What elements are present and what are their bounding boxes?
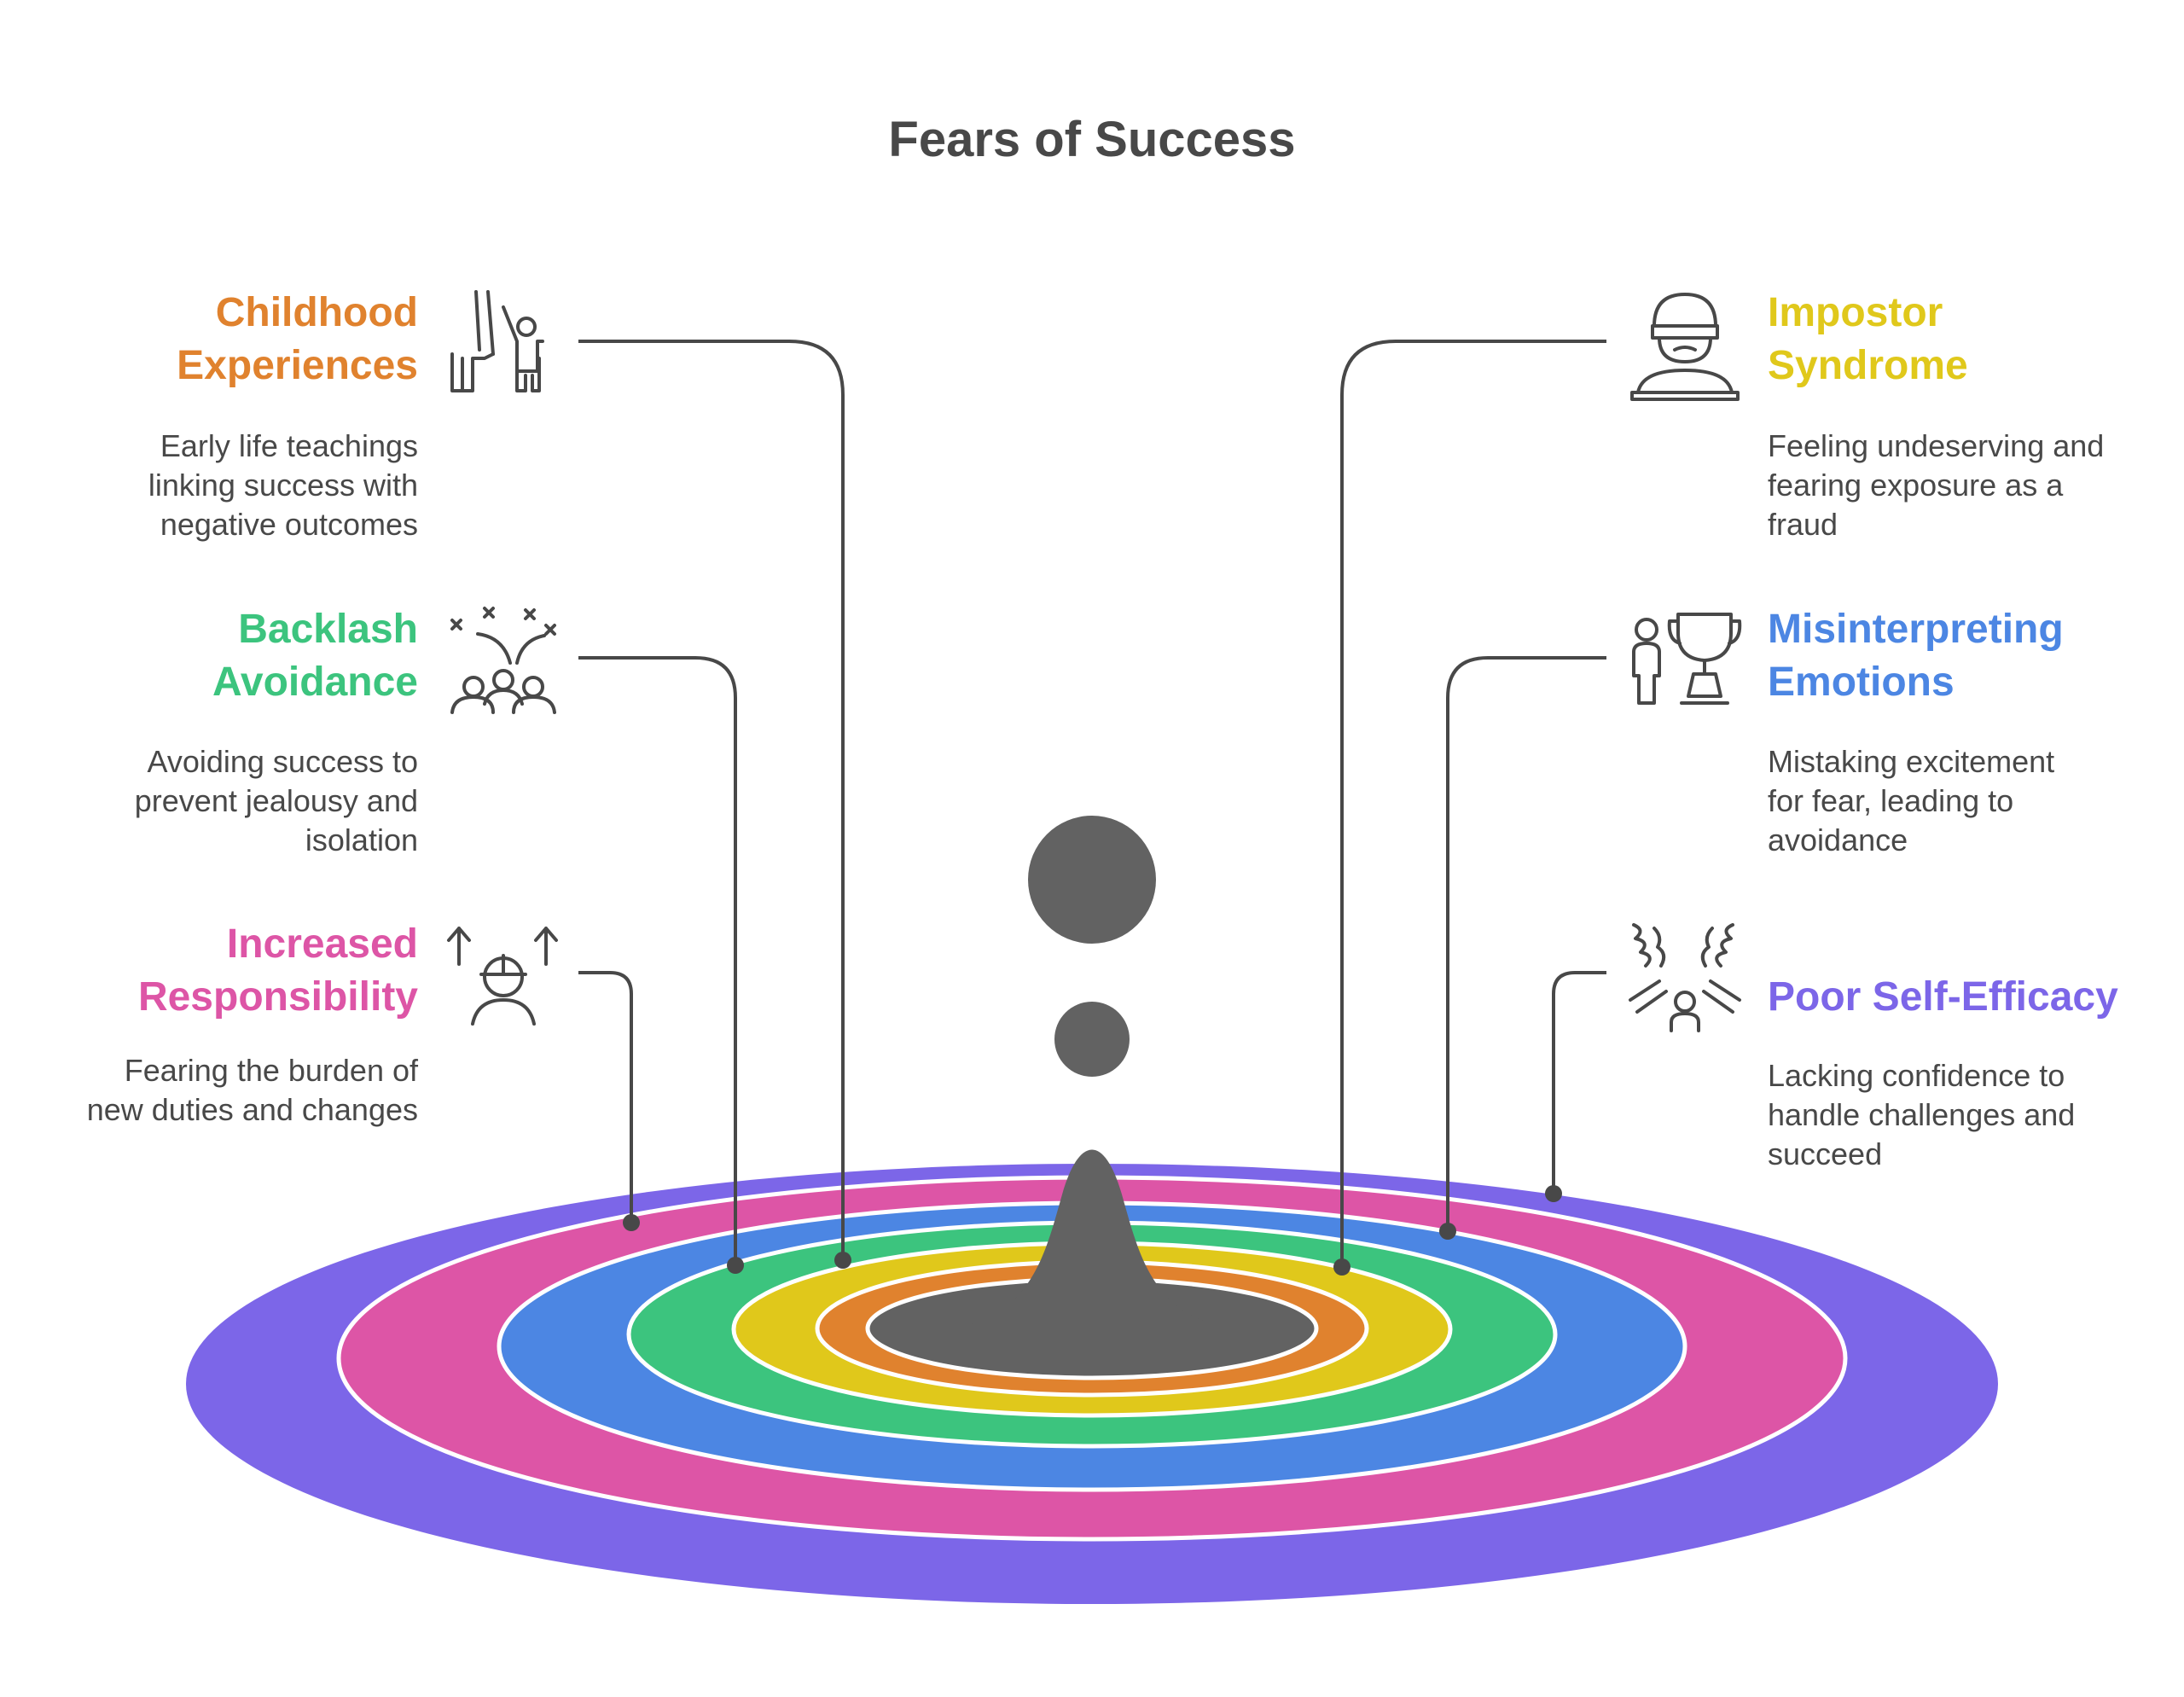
connector-efficacy [1552, 971, 1606, 1194]
description-poor-self-efficacy: Lacking confidence to handle challenges … [1768, 1056, 2075, 1174]
worker-arrows-icon [447, 927, 558, 1026]
masked-person-icon [1630, 293, 1740, 401]
description-line: Avoiding success to [147, 744, 418, 779]
dot-efficacy [1545, 1185, 1562, 1202]
heading-line: Experiences [177, 343, 418, 388]
description-line: Lacking confidence to [1768, 1058, 2065, 1093]
page-title: Fears of Success [888, 112, 1296, 167]
heading-line: Impostor [1768, 290, 1943, 335]
dot-emotions [1439, 1223, 1456, 1240]
droplet-large [1028, 816, 1156, 944]
connector-impostor [1340, 340, 1606, 1267]
description-line: Fearing the burden of [124, 1053, 418, 1088]
description-line: Mistaking excitement [1768, 744, 2055, 779]
dot-backlash [727, 1257, 744, 1274]
droplet-small [1054, 1002, 1130, 1077]
heading-line: Syndrome [1768, 343, 1968, 388]
description-increased-responsibility: Fearing the burden of new duties and cha… [87, 1051, 418, 1130]
description-line: Early life teachings [160, 428, 418, 463]
connector-emotions [1446, 656, 1606, 1231]
person-storm-icon [1629, 923, 1741, 1032]
heading-misinterpreting-emotions: Misinterpreting Emotions [1768, 603, 2064, 709]
heading-line: Misinterpreting [1768, 607, 2064, 652]
heading-childhood-experiences: Childhood Experiences [177, 287, 418, 392]
description-line: succeed [1768, 1136, 1883, 1171]
heading-increased-responsibility: Increased Responsibility [138, 918, 418, 1024]
description-line: prevent jealousy and [134, 783, 418, 818]
description-line: fraud [1768, 507, 1838, 542]
description-childhood-experiences: Early life teachings linking success wit… [148, 427, 418, 544]
description-line: negative outcomes [160, 507, 418, 542]
connector-backlash [578, 656, 737, 1265]
heading-poor-self-efficacy: Poor Self-Efficacy [1768, 971, 2118, 1024]
description-impostor-syndrome: Feeling undeserving and fearing exposure… [1768, 427, 2104, 544]
heading-line: Emotions [1768, 660, 1955, 705]
person-trophy-icon [1632, 613, 1742, 705]
description-line: handle challenges and [1768, 1097, 2076, 1132]
description-line: Feeling undeserving and [1768, 428, 2105, 463]
heading-line: Increased [226, 921, 418, 967]
connector-dots [623, 1185, 1562, 1276]
heading-line: Backlash [238, 607, 418, 652]
description-misinterpreting-emotions: Mistaking excitement for fear, leading t… [1768, 742, 2054, 860]
dot-childhood [834, 1252, 851, 1269]
description-line: linking success with [148, 468, 418, 503]
connector-childhood [578, 340, 845, 1260]
heading-line: Poor Self-Efficacy [1768, 974, 2118, 1020]
heading-line: Responsibility [137, 974, 418, 1020]
description-line: new duties and changes [86, 1092, 418, 1127]
description-backlash-avoidance: Avoiding success to prevent jealousy and… [135, 742, 418, 860]
heading-line: Childhood [215, 290, 418, 335]
description-line: avoidance [1768, 822, 1908, 857]
description-line: for fear, leading to [1768, 783, 2014, 818]
heading-line: Avoidance [212, 660, 418, 705]
dot-impostor [1333, 1258, 1350, 1276]
heading-impostor-syndrome: Impostor Syndrome [1768, 287, 1968, 392]
dot-responsibility [623, 1214, 640, 1231]
description-line: isolation [305, 822, 418, 857]
description-line: fearing exposure as a [1768, 468, 2064, 503]
connectors [578, 340, 1606, 1267]
parent-child-icon [450, 290, 544, 392]
splash-peak [954, 1149, 1230, 1328]
connector-responsibility [578, 971, 633, 1223]
crowd-conflict-icon [450, 607, 556, 714]
heading-backlash-avoidance: Backlash Avoidance [212, 603, 418, 709]
